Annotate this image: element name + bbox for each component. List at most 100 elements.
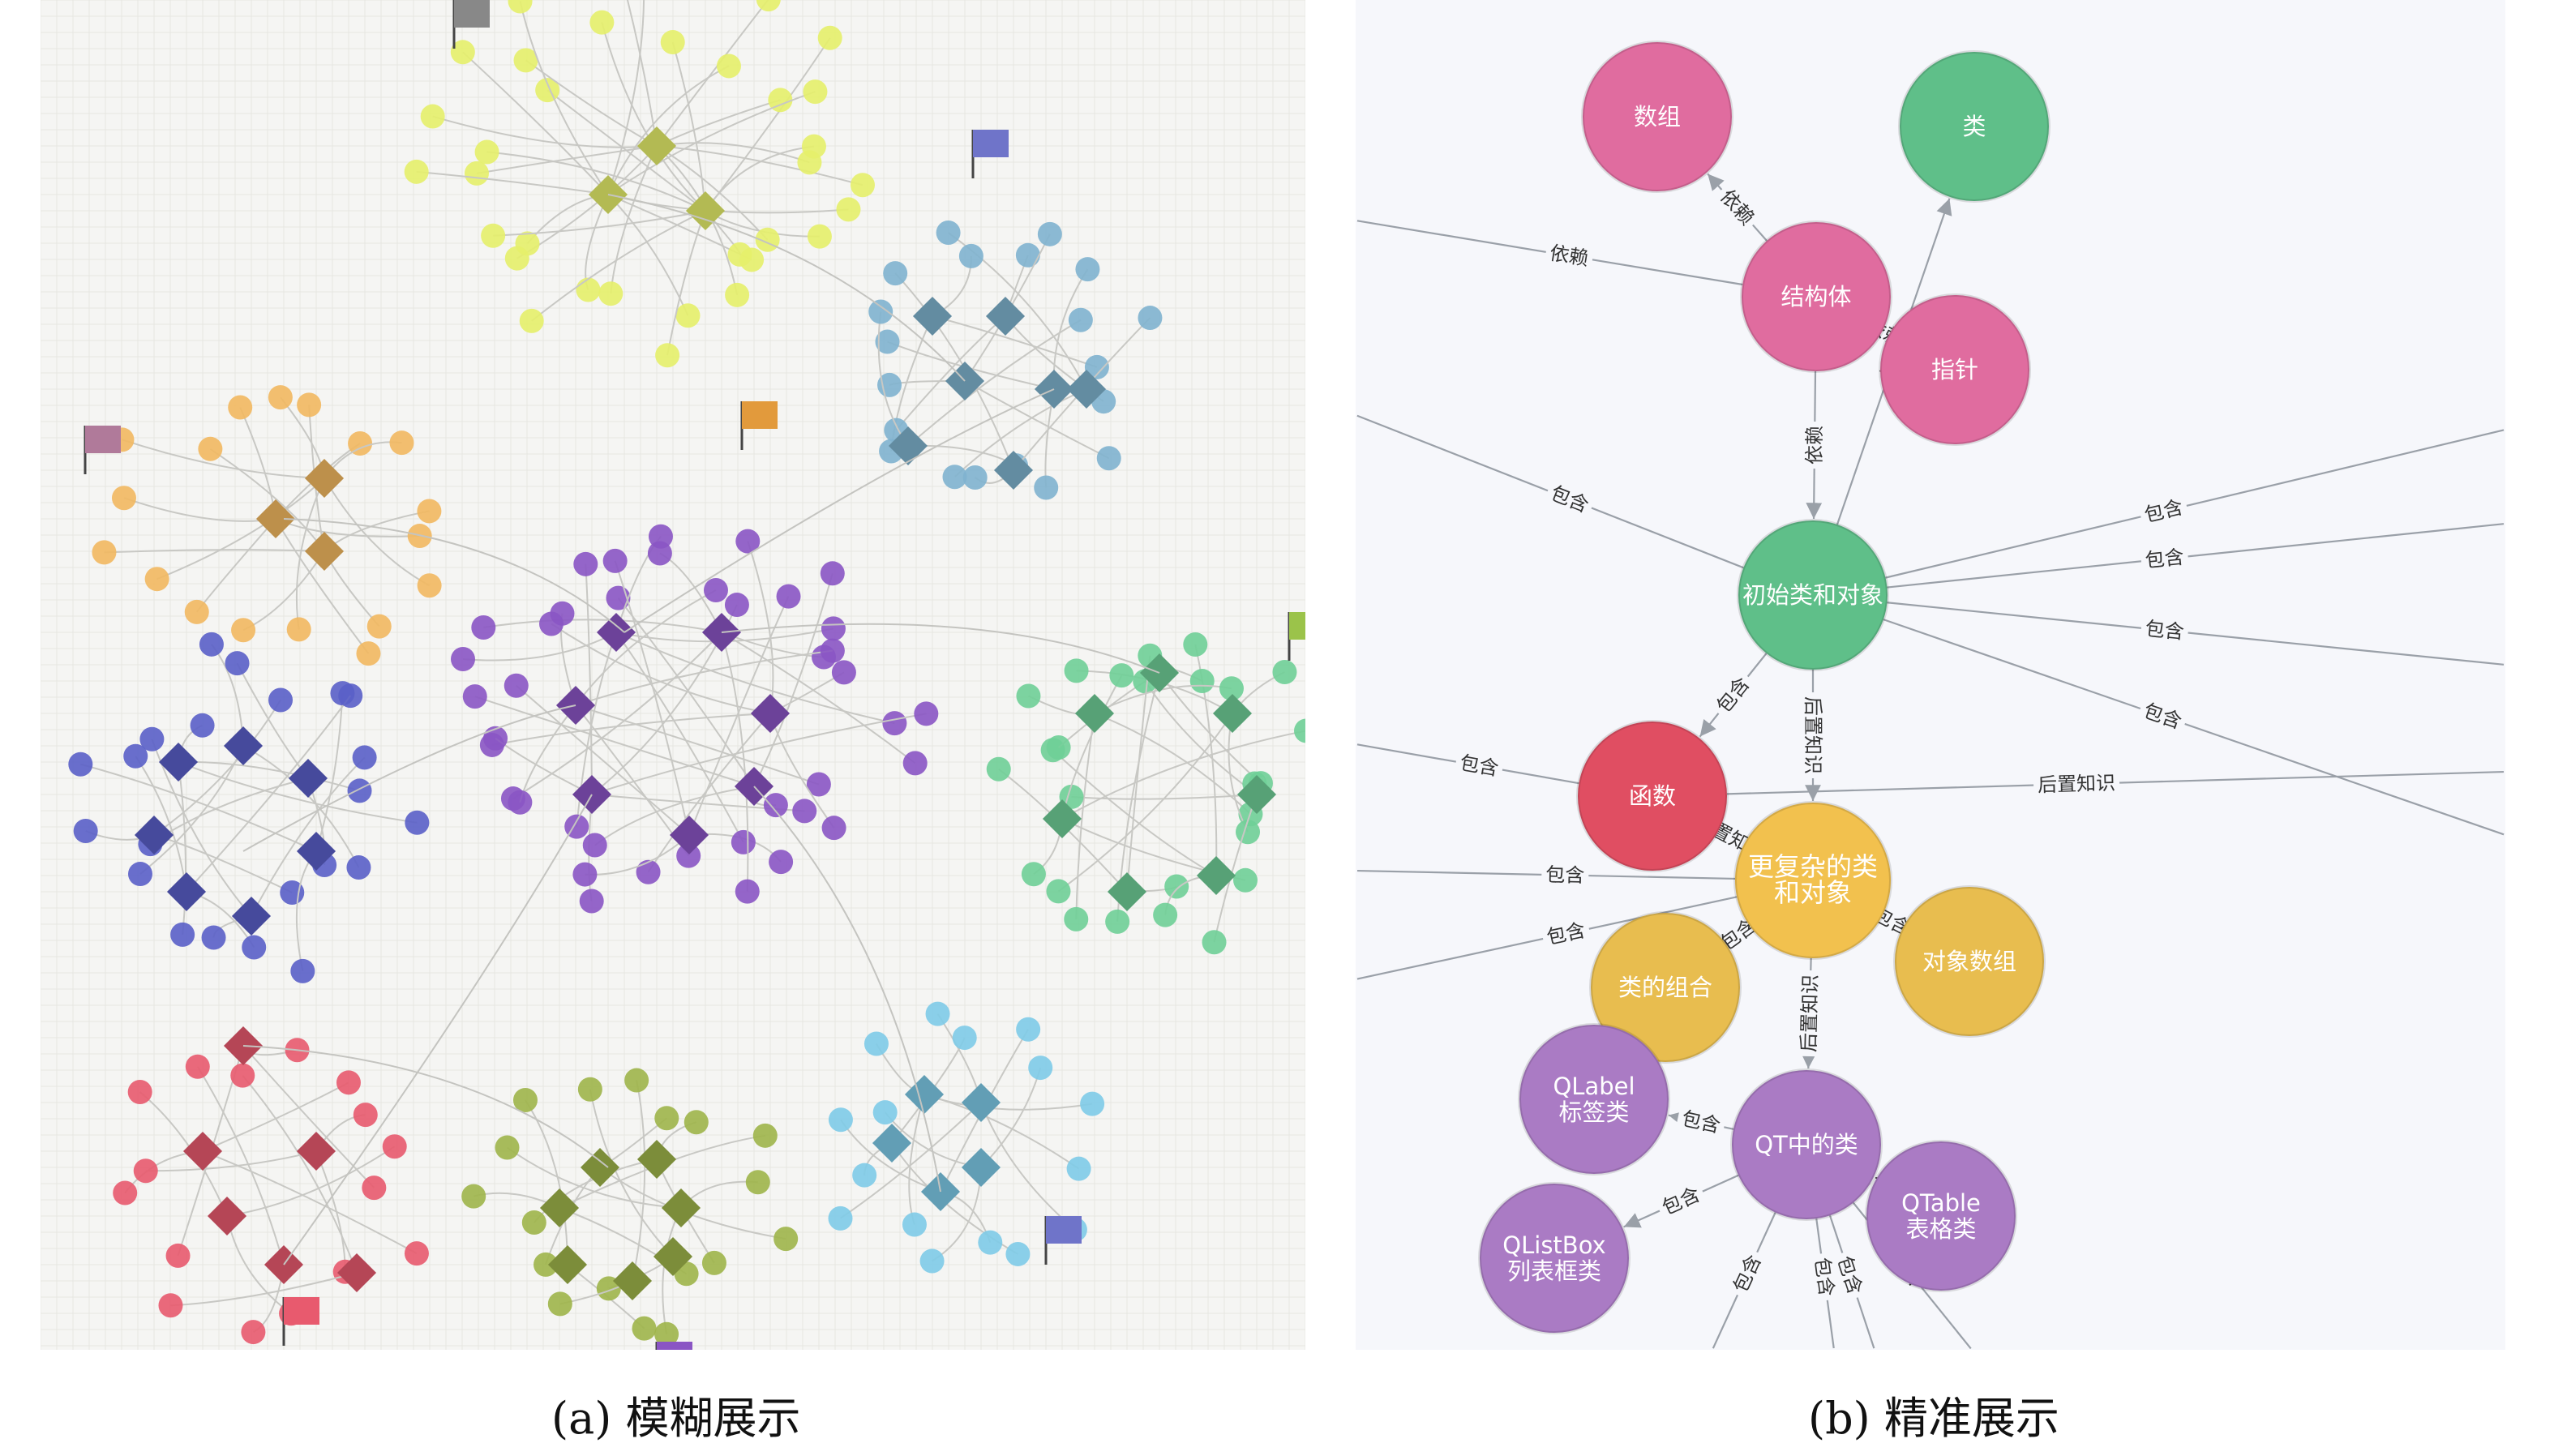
- edge-label: 依赖: [1802, 421, 1826, 469]
- blurred-node: [952, 1026, 977, 1051]
- blurred-hub-node: [304, 531, 345, 572]
- blurred-hub-node: [1212, 693, 1253, 734]
- blurred-node: [773, 1227, 799, 1252]
- blurred-edge: [575, 704, 820, 786]
- blurred-edge: [493, 210, 706, 237]
- blurred-edge: [531, 210, 706, 322]
- blurred-edge: [153, 699, 281, 836]
- node-label: 列表框类: [1507, 1257, 1601, 1285]
- blurred-node: [199, 632, 224, 657]
- blurred-edge: [242, 745, 360, 868]
- blurred-node: [831, 660, 856, 685]
- blurred-node: [636, 859, 661, 884]
- blurred-edge: [585, 834, 690, 876]
- blurred-edge: [887, 340, 1055, 390]
- blurred-node: [241, 1320, 266, 1345]
- edge-label: 后置知识: [1796, 970, 1822, 1057]
- flag-icon: [282, 1297, 319, 1346]
- blurred-edge: [980, 1102, 1076, 1231]
- blurred-edge: [242, 1045, 609, 1168]
- blurred-node: [297, 392, 322, 418]
- node-label: 指针: [1931, 356, 1978, 383]
- blurred-node: [1016, 1017, 1041, 1042]
- blurred-node: [1164, 874, 1189, 899]
- blurred-node: [675, 303, 701, 328]
- blurred-edge: [953, 388, 1087, 477]
- blurred-node: [228, 395, 253, 420]
- blurred-edge: [601, 22, 706, 212]
- node-circle: [1733, 801, 1892, 960]
- edge-label: 后置知识: [2033, 770, 2120, 796]
- blurred-node: [481, 223, 506, 248]
- cluster-purple: [450, 524, 939, 914]
- blurred-node: [701, 1250, 726, 1275]
- blurred-node: [362, 1176, 387, 1201]
- blurred-node: [231, 618, 256, 643]
- blurred-edge: [139, 1091, 228, 1217]
- graph-node-hanshu[interactable]: 函数: [1576, 720, 1729, 872]
- blurred-edge: [688, 596, 790, 836]
- node-circle: [1879, 293, 2031, 446]
- edge-label: 后置知识: [1802, 692, 1825, 778]
- blurred-edge: [1094, 684, 1232, 714]
- edge-label-text: 包含: [1545, 919, 1588, 949]
- blurred-hub-node: [296, 1131, 336, 1171]
- graph-node-leizuhe[interactable]: 类的组合: [1589, 911, 1742, 1064]
- blurred-node: [1075, 257, 1100, 282]
- blurred-node: [389, 430, 414, 456]
- blurred-edge: [1126, 655, 1151, 893]
- blurred-hub-node: [207, 1196, 247, 1236]
- blurred-node: [471, 615, 496, 640]
- blurred-node: [1046, 735, 1071, 760]
- blurred-edge: [275, 518, 420, 537]
- blurred-node: [1084, 354, 1109, 379]
- blurred-edge: [178, 760, 360, 792]
- edge-label-text: 包含: [1545, 863, 1585, 887]
- blurred-hub-node: [166, 871, 207, 912]
- node-circle: [1730, 1068, 1883, 1221]
- blurred-node: [582, 833, 607, 858]
- blurred-node: [515, 231, 540, 256]
- blurred-node: [512, 1088, 538, 1113]
- blurred-node: [735, 529, 761, 554]
- blurred-node: [836, 197, 861, 222]
- graph-node-qt[interactable]: QT中的类: [1730, 1068, 1883, 1221]
- graph-node-duixiangshuzu[interactable]: 对象数组: [1893, 885, 2046, 1038]
- blurred-node: [863, 1031, 889, 1056]
- blurred-edge: [474, 696, 755, 787]
- graph-node-jiegouti[interactable]: 结构体: [1740, 221, 1892, 373]
- blurred-node: [111, 486, 136, 511]
- blurred-hub-node: [685, 191, 726, 231]
- blurred-node: [68, 752, 93, 777]
- blurred-node: [201, 925, 226, 950]
- blurred-node: [483, 726, 508, 751]
- blurred-node: [776, 584, 801, 609]
- graph-node-chushi[interactable]: 初始类和对象: [1737, 519, 1889, 671]
- blurred-node: [745, 1170, 770, 1195]
- blurred-edge: [607, 65, 730, 195]
- blurred-node: [647, 541, 672, 566]
- blurred-node: [348, 430, 373, 456]
- blurred-edge: [315, 693, 344, 852]
- blurred-edge: [840, 1119, 941, 1193]
- edge-label: 包含: [1675, 1105, 1727, 1137]
- blurred-edge: [1057, 713, 1233, 893]
- blurred-edge: [666, 210, 706, 356]
- blurred-edge: [495, 737, 593, 795]
- edge-label: 包含: [1811, 1252, 1840, 1302]
- blurred-node: [1021, 862, 1046, 887]
- graph-node-zhizhen[interactable]: 指针: [1879, 293, 2031, 446]
- blurred-edge: [1144, 680, 1258, 795]
- blurred-node: [158, 1293, 183, 1318]
- blurred-hub-node: [580, 1147, 620, 1188]
- blurred-node: [602, 548, 628, 573]
- blurred-node: [821, 616, 846, 641]
- blurred-edge: [923, 1094, 1093, 1111]
- graph-node-lei[interactable]: 类: [1898, 50, 2050, 203]
- node-label: QListBox: [1502, 1231, 1605, 1259]
- graph-node-shuzu[interactable]: 数组: [1581, 41, 1733, 193]
